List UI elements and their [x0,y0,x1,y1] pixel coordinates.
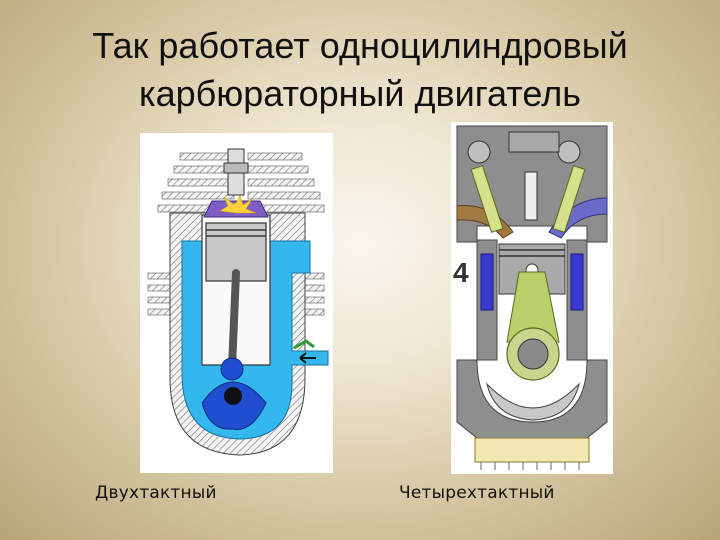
exhaust-valve [552,165,586,233]
slide-title-line-2: карбюраторный двигатель [139,73,581,114]
slide-title-line-1: Так работает одноцилиндровый [92,25,628,66]
piston [205,222,267,282]
right-cam-icon [557,140,581,164]
crankshaft [224,387,242,405]
caption-two-stroke: Двухтактный [95,483,217,503]
connecting-rod [506,271,560,343]
connecting-rod [228,269,240,372]
coolant-left [480,253,494,311]
crank-pin [220,357,244,381]
four-stroke-engine-diagram: 4 [451,122,613,474]
slide-title: Так работает одноцилиндровый карбюраторн… [0,22,720,118]
oil-sump [474,437,590,463]
spark-flash [219,194,257,214]
left-cam-icon [467,140,491,164]
coolant-right [570,253,584,311]
cooling-fins [147,152,325,316]
intake-arrow-icon [299,352,316,364]
two-stroke-engine-illustration [147,148,329,456]
intake-valve [470,165,504,233]
counterweight [486,382,580,421]
crank-counterweight [201,381,267,430]
crankcase [456,359,608,439]
four-stroke-engine-illustration: 4 [453,125,608,470]
two-stroke-engine-diagram [140,133,333,473]
spark-plug [524,171,538,221]
caption-four-stroke: Четырехтактный [399,483,555,503]
stroke-number: 4 [453,257,469,288]
